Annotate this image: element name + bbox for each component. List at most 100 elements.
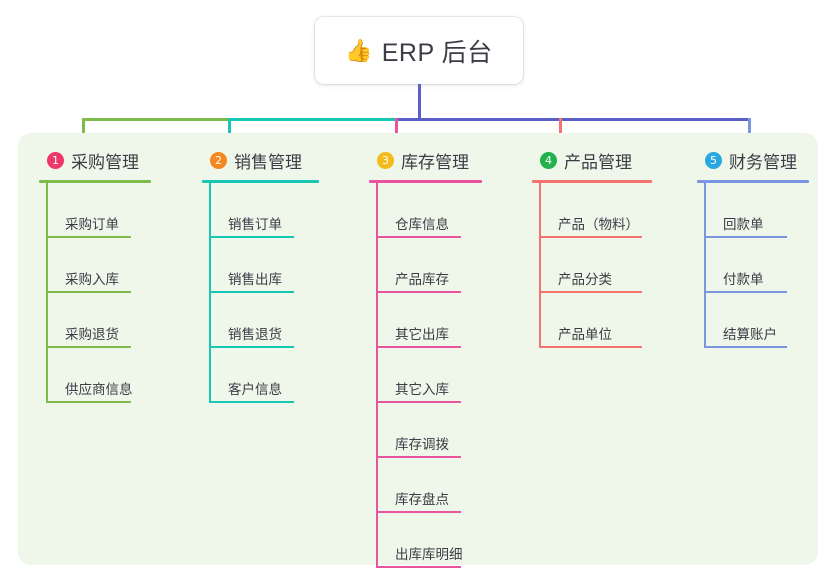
leaf-rule (209, 291, 294, 293)
column-title-2: 销售管理 (234, 152, 302, 172)
bus-segment-green (82, 118, 228, 121)
leaf-rule (46, 401, 131, 403)
leaf-label: 采购入库 (65, 272, 119, 288)
leaf-label: 付款单 (723, 272, 764, 288)
leaf-label: 回款单 (723, 217, 764, 233)
leaf-item[interactable]: 付款单 (704, 238, 837, 293)
column-badge-5: 5 (705, 151, 722, 169)
leaf-item[interactable]: 销售退货 (209, 293, 352, 348)
leaf-item[interactable]: 采购订单 (46, 183, 189, 238)
leaf-rule (539, 346, 642, 348)
leaf-label: 销售订单 (228, 217, 282, 233)
leaf-item[interactable]: 销售订单 (209, 183, 352, 238)
leaf-rule (209, 236, 294, 238)
leaf-rule (376, 511, 461, 513)
leaf-label: 供应商信息 (65, 382, 133, 398)
leaf-rule (704, 291, 787, 293)
leaf-item[interactable]: 其它出库 (376, 293, 519, 348)
column-header-rule-4 (532, 180, 652, 183)
column-body-5: 回款单付款单结算账户 (697, 183, 837, 348)
leaf-item[interactable]: 库存调拨 (376, 403, 519, 458)
root-to-bus-connector (418, 84, 421, 121)
leaf-label: 产品库存 (395, 272, 449, 288)
column-body-1: 采购订单采购入库采购退货供应商信息 (39, 183, 189, 403)
leaf-item[interactable]: 产品分类 (539, 238, 692, 293)
leaf-rule (376, 456, 461, 458)
thumbs-up-icon: 👍 (345, 37, 373, 63)
leaf-label: 库存盘点 (395, 492, 449, 508)
leaf-rule (539, 291, 642, 293)
column-title-5: 财务管理 (729, 152, 797, 172)
column-title-4: 产品管理 (564, 152, 632, 172)
leaf-item[interactable]: 采购退货 (46, 293, 189, 348)
leaf-label: 其它入库 (395, 382, 449, 398)
leaf-rule (46, 236, 131, 238)
leaf-rule (209, 346, 294, 348)
leaf-item[interactable]: 客户信息 (209, 348, 352, 403)
column-5: 5 财务管理回款单付款单结算账户 (697, 146, 837, 348)
leaf-item[interactable]: 采购入库 (46, 238, 189, 293)
root-title: ERP 后台 (381, 38, 493, 67)
column-badge-1: 1 (47, 151, 64, 169)
column-badge-4: 4 (540, 151, 557, 169)
column-badge-3: 3 (377, 151, 394, 169)
column-4: 4 产品管理产品（物料） 产品分类产品单位 (532, 146, 692, 348)
leaf-rule (46, 346, 131, 348)
column-body-2: 销售订单销售出库销售退货客户信息 (202, 183, 352, 403)
leaf-label: 其它出库 (395, 327, 449, 343)
column-2: 2 销售管理销售订单销售出库销售退货客户信息 (202, 146, 352, 403)
column-title-1: 采购管理 (71, 152, 139, 172)
column-spine-5 (704, 183, 706, 348)
leaf-item[interactable]: 其它入库 (376, 348, 519, 403)
leaf-item[interactable]: 回款单 (704, 183, 837, 238)
leaf-rule (376, 236, 461, 238)
column-header-5[interactable]: 5 财务管理 (697, 146, 837, 174)
leaf-rule (376, 346, 461, 348)
leaf-label: 产品分类 (558, 272, 612, 288)
leaf-item[interactable]: 库存盘点 (376, 458, 519, 513)
leaf-label: 采购订单 (65, 217, 119, 233)
leaf-label: 库存调拨 (395, 437, 449, 453)
leaf-rule (376, 401, 461, 403)
leaf-rule (46, 291, 131, 293)
leaf-item[interactable]: 出库库明细 (376, 513, 519, 568)
column-header-4[interactable]: 4 产品管理 (532, 146, 692, 174)
column-1: 1 采购管理采购订单采购入库采购退货供应商信息 (39, 146, 189, 403)
bus-segment-teal (228, 118, 395, 121)
leaf-label: 采购退货 (65, 327, 119, 343)
column-body-3: 仓库信息产品库存其它出库其它入库库存调拨库存盘点出库库明细 (369, 183, 519, 568)
leaf-item[interactable]: 供应商信息 (46, 348, 189, 403)
leaf-rule (376, 566, 461, 568)
leaf-rule (539, 236, 642, 238)
column-header-1[interactable]: 1 采购管理 (39, 146, 189, 174)
column-badge-2: 2 (210, 151, 227, 169)
leaf-item[interactable]: 产品（物料） (539, 183, 692, 238)
column-header-rule-3 (369, 180, 482, 183)
leaf-item[interactable]: 仓库信息 (376, 183, 519, 238)
column-header-rule-5 (697, 180, 809, 183)
column-header-3[interactable]: 3 库存管理 (369, 146, 519, 174)
leaf-rule (376, 291, 461, 293)
leaf-label: 销售出库 (228, 272, 282, 288)
column-header-2[interactable]: 2 销售管理 (202, 146, 352, 174)
column-header-rule-1 (39, 180, 151, 183)
column-title-3: 库存管理 (401, 152, 469, 172)
column-spine-4 (539, 183, 541, 348)
content-panel (18, 133, 818, 565)
column-spine-3 (376, 183, 378, 568)
leaf-label: 客户信息 (228, 382, 282, 398)
bus-segment-indigo (395, 118, 750, 121)
leaf-item[interactable]: 产品单位 (539, 293, 692, 348)
leaf-item[interactable]: 产品库存 (376, 238, 519, 293)
leaf-item[interactable]: 结算账户 (704, 293, 837, 348)
column-spine-2 (209, 183, 211, 403)
column-body-4: 产品（物料） 产品分类产品单位 (532, 183, 692, 348)
leaf-label: 仓库信息 (395, 217, 449, 233)
leaf-label: 出库库明细 (395, 547, 463, 563)
leaf-item[interactable]: 销售出库 (209, 238, 352, 293)
leaf-label: 产品单位 (558, 327, 612, 343)
column-spine-1 (46, 183, 48, 403)
leaf-label: 结算账户 (723, 327, 777, 343)
root-node[interactable]: 👍 ERP 后台 (315, 17, 523, 84)
